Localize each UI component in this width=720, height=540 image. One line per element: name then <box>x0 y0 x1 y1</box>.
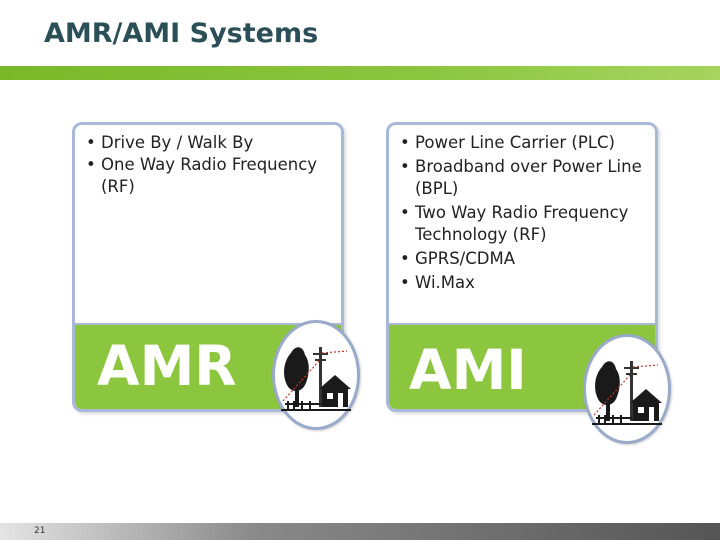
ami-emblem-graphic <box>592 361 662 425</box>
page-number: 21 <box>34 526 46 536</box>
title-underline-bar <box>0 66 720 80</box>
amr-bullet: One Way Radio Frequency (RF) <box>85 154 337 198</box>
footer-bar: 21 <box>0 523 720 540</box>
ami-bullet: Two Way Radio Frequency Technology (RF) <box>399 202 651 246</box>
amr-emblem-graphic <box>281 347 351 411</box>
house-pole-tree-icon <box>272 320 360 430</box>
ami-bullet: Broadband over Power Line (BPL) <box>399 156 651 200</box>
ami-label: AMI <box>409 338 527 402</box>
ami-bullet: GPRS/CDMA <box>399 248 651 270</box>
ami-bullet: Power Line Carrier (PLC) <box>399 132 651 154</box>
amr-label: AMR <box>97 334 237 398</box>
house-pole-tree-icon <box>583 334 671 444</box>
amr-bullet-list: Drive By / Walk By One Way Radio Frequen… <box>85 132 337 198</box>
ami-bullet: Wi.Max <box>399 272 651 294</box>
amr-bullet: Drive By / Walk By <box>85 132 337 154</box>
ami-bullet-list: Power Line Carrier (PLC) Broadband over … <box>399 132 651 296</box>
slide-title: AMR/AMI Systems <box>44 18 319 49</box>
